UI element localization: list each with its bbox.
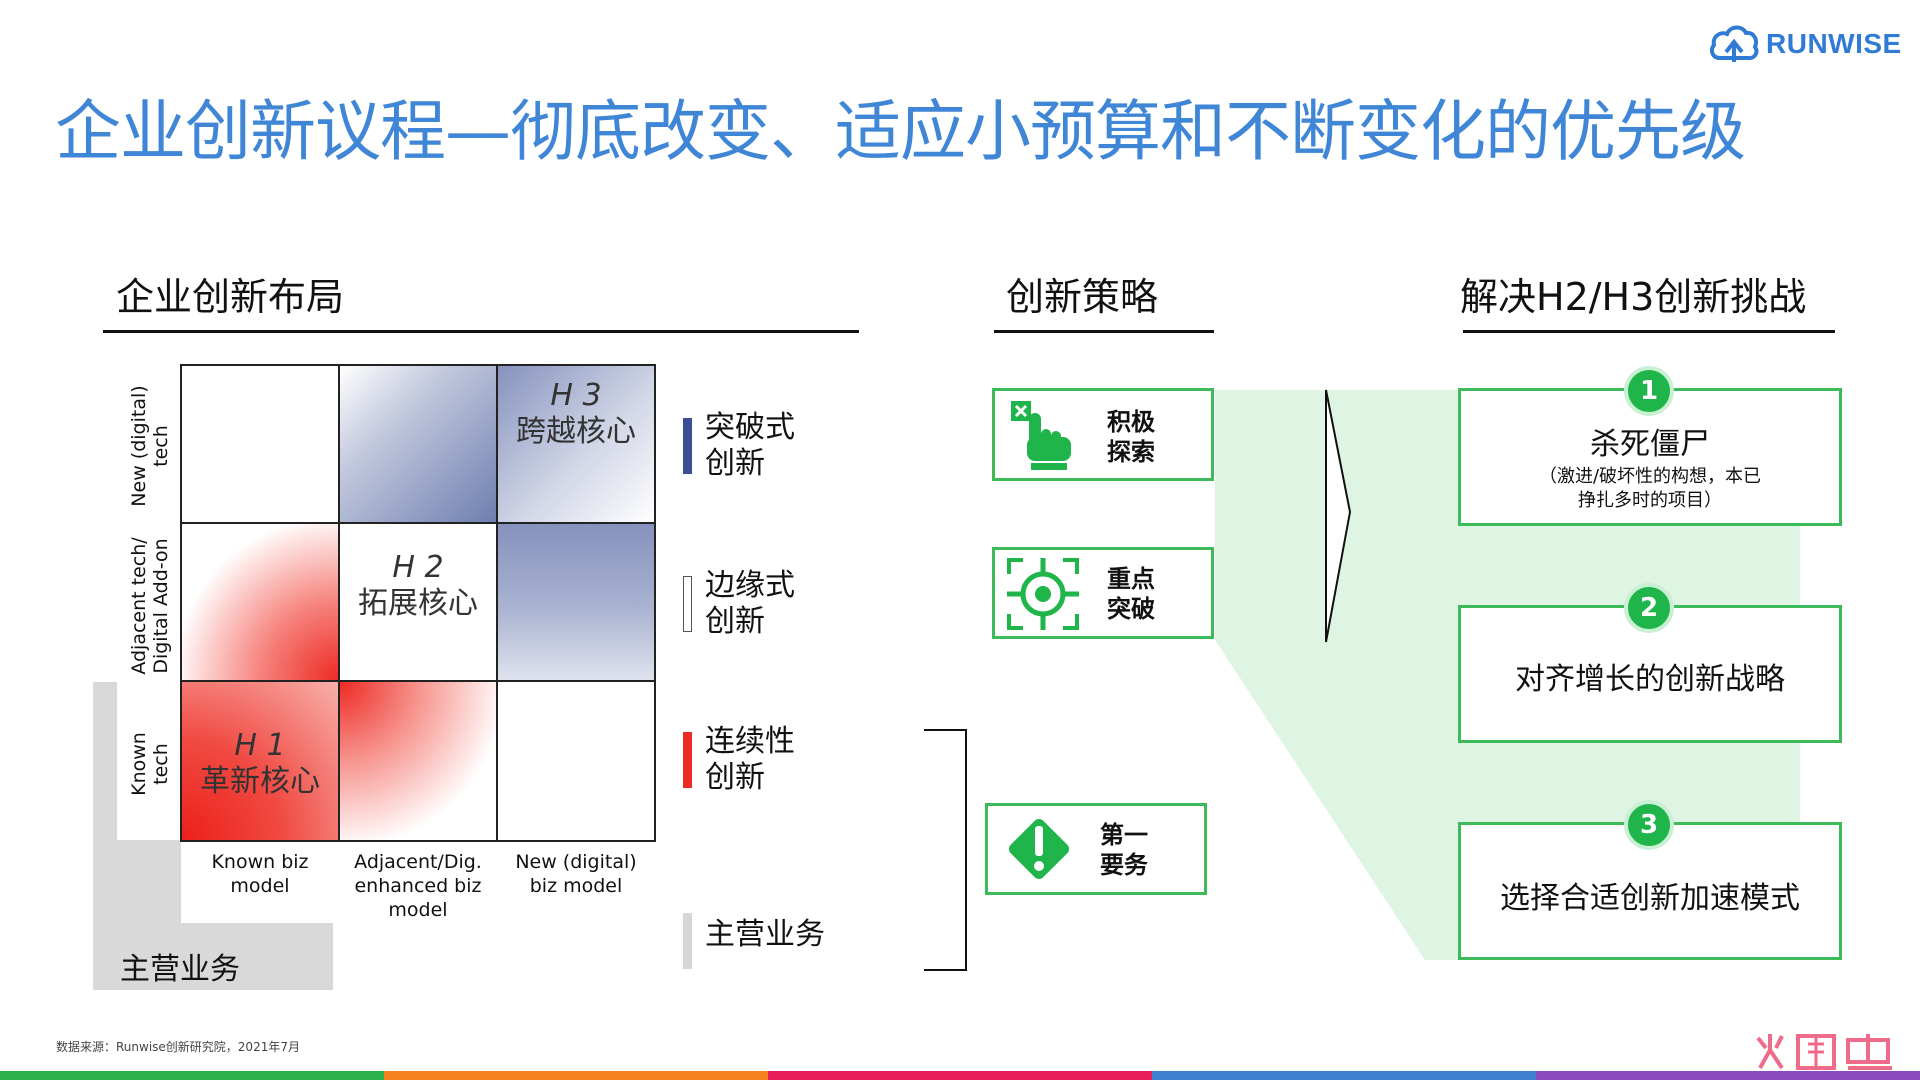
x-label-new-biz-line1: New (digital): [515, 851, 637, 873]
y-label-adjacent-tech-line2: Digital Add-on: [150, 538, 172, 674]
core-business-band-horizontal: [93, 923, 333, 990]
challenge-3-number-badge: 3: [1624, 800, 1674, 850]
challenge-1-desc-line2: 挣扎多时的项目）: [1578, 490, 1722, 511]
challenge-box-2: 对齐增长的创新战略: [1458, 605, 1842, 743]
cell-h2: H 2 拓展核心: [338, 522, 498, 682]
legend-breakthrough-line2: 创新: [705, 446, 765, 481]
h1-name: 革新核心: [200, 764, 320, 799]
legend-label-peripheral: 边缘式 创新: [705, 568, 795, 640]
x-label-known-biz: Known biz model: [180, 850, 340, 898]
y-label-known-tech: Known tech: [128, 714, 172, 814]
h3-name: 跨越核心: [516, 414, 636, 449]
challenge-3-title: 选择合适创新加速模式: [1500, 881, 1800, 916]
cell-h3: H 3 跨越核心: [496, 364, 656, 524]
strategy-explore-line2: 探索: [1107, 438, 1155, 466]
y-label-adjacent-tech-line1: Adjacent tech/: [128, 537, 150, 675]
x-label-adjacent-biz-line1: Adjacent/Dig.: [354, 851, 482, 873]
cell-adjacent-biz-known-tech: [338, 680, 498, 842]
x-label-adjacent-biz: Adjacent/Dig. enhanced biz model: [338, 850, 498, 922]
legend-swatch-peripheral: [683, 576, 692, 632]
cell-adjacent-biz-new-tech: [338, 364, 498, 524]
challenge-1-number-badge: 1: [1624, 366, 1674, 416]
legend-label-continuous: 连续性 创新: [705, 724, 795, 796]
strategy-section-rule: [994, 330, 1214, 333]
challenge-1-desc-line1: （激进/破坏性的构想，本已: [1538, 466, 1762, 487]
y-label-new-tech: New (digital) tech: [128, 366, 172, 526]
legend-continuous-line1: 连续性: [705, 724, 795, 759]
strategy-priority-line1: 第一: [1100, 821, 1148, 849]
challenge-2-number-badge: 2: [1624, 583, 1674, 633]
strategy-label-breakthrough: 重点 突破: [1107, 564, 1155, 624]
legend-swatch-core: [683, 913, 692, 969]
y-label-known-tech-line2: tech: [150, 743, 172, 785]
legend-swatch-breakthrough: [683, 418, 692, 474]
x-label-known-biz-line1: Known biz: [211, 851, 309, 873]
x-label-new-biz: New (digital) biz model: [496, 850, 656, 898]
cell-known-biz-adjacent-tech: [180, 522, 340, 682]
x-label-known-biz-line2: model: [230, 875, 290, 897]
x-label-new-biz-line2: biz model: [529, 875, 623, 897]
challenge-2-title: 对齐增长的创新战略: [1515, 662, 1785, 697]
y-label-adjacent-tech: Adjacent tech/ Digital Add-on: [128, 516, 172, 696]
strategy-label-priority: 第一 要务: [1100, 820, 1148, 880]
y-label-new-tech-line2: tech: [150, 425, 172, 467]
layout-section-title: 企业创新布局: [116, 275, 345, 319]
watermark-logo: [1756, 1034, 1892, 1070]
cell-known-biz-new-tech: [180, 364, 340, 524]
y-label-known-tech-line1: Known: [128, 732, 150, 796]
legend-swatch-continuous: [683, 732, 692, 788]
strategy-explore-line1: 积极: [1107, 408, 1155, 436]
strategy-breakthrough-line2: 突破: [1107, 595, 1155, 623]
strategy-box-breakthrough: 重点 突破: [992, 547, 1214, 639]
h2-tag: H 2: [392, 550, 444, 585]
x-label-adjacent-biz-line3: model: [388, 899, 448, 921]
strategy-box-priority: 第一 要务: [985, 803, 1207, 895]
priority-diamond-icon: [1008, 818, 1070, 880]
target-icon: [1007, 558, 1079, 630]
legend-peripheral-line2: 创新: [705, 604, 765, 639]
cell-new-biz-known-tech: [496, 680, 656, 842]
footer-stripe-blue: [1152, 1071, 1536, 1080]
runwise-logo: RUNWISE: [1708, 16, 1908, 72]
known-tech-label-bg: [117, 682, 181, 840]
legend-continuous-line2: 创新: [705, 760, 765, 795]
footer-stripe-green: [0, 1071, 384, 1080]
brand-name: RUNWISE: [1766, 28, 1902, 59]
challenge-1-title: 杀死僵尸: [1590, 427, 1710, 462]
cell-new-biz-adjacent-tech: [496, 522, 656, 682]
layout-section-rule: [103, 330, 859, 333]
strategy-breakthrough-line1: 重点: [1107, 565, 1155, 593]
data-source-note: 数据来源：Runwise创新研究院，2021年7月: [56, 1040, 300, 1054]
cell-h1: H 1 革新核心: [180, 680, 340, 842]
core-business-label: 主营业务: [120, 952, 240, 987]
y-label-new-tech-line1: New (digital): [128, 385, 150, 507]
legend-breakthrough-line1: 突破式: [705, 410, 795, 445]
footer-stripe-pink: [768, 1071, 1152, 1080]
arrow-triangle: [1325, 389, 1352, 643]
strategy-priority-line2: 要务: [1100, 851, 1148, 879]
legend-peripheral-line1: 边缘式: [705, 568, 795, 603]
h2-name: 拓展核心: [358, 586, 478, 621]
challenges-section-title: 解决H2/H3创新挑战: [1460, 275, 1807, 319]
page-title: 企业创新议程—彻底改变、适应小预算和不断变化的优先级: [55, 93, 1746, 170]
cloud-logo-icon: [1710, 25, 1759, 62]
bracket: [924, 729, 967, 971]
x-label-adjacent-biz-line2: enhanced biz: [354, 875, 482, 897]
footer-stripe-purple: [1536, 1071, 1920, 1080]
h1-tag: H 1: [234, 728, 286, 763]
hand-pointer-icon: [1011, 401, 1071, 470]
strategy-section-title: 创新策略: [1006, 275, 1159, 319]
challenges-section-rule: [1463, 330, 1835, 333]
footer-stripe-orange: [384, 1071, 768, 1080]
strategy-label-explore: 积极 探索: [1107, 407, 1155, 467]
strategy-box-explore: 积极 探索: [992, 388, 1214, 481]
h3-tag: H 3: [550, 378, 602, 413]
legend-label-breakthrough: 突破式 创新: [705, 410, 795, 482]
legend-label-core: 主营业务: [705, 917, 825, 952]
